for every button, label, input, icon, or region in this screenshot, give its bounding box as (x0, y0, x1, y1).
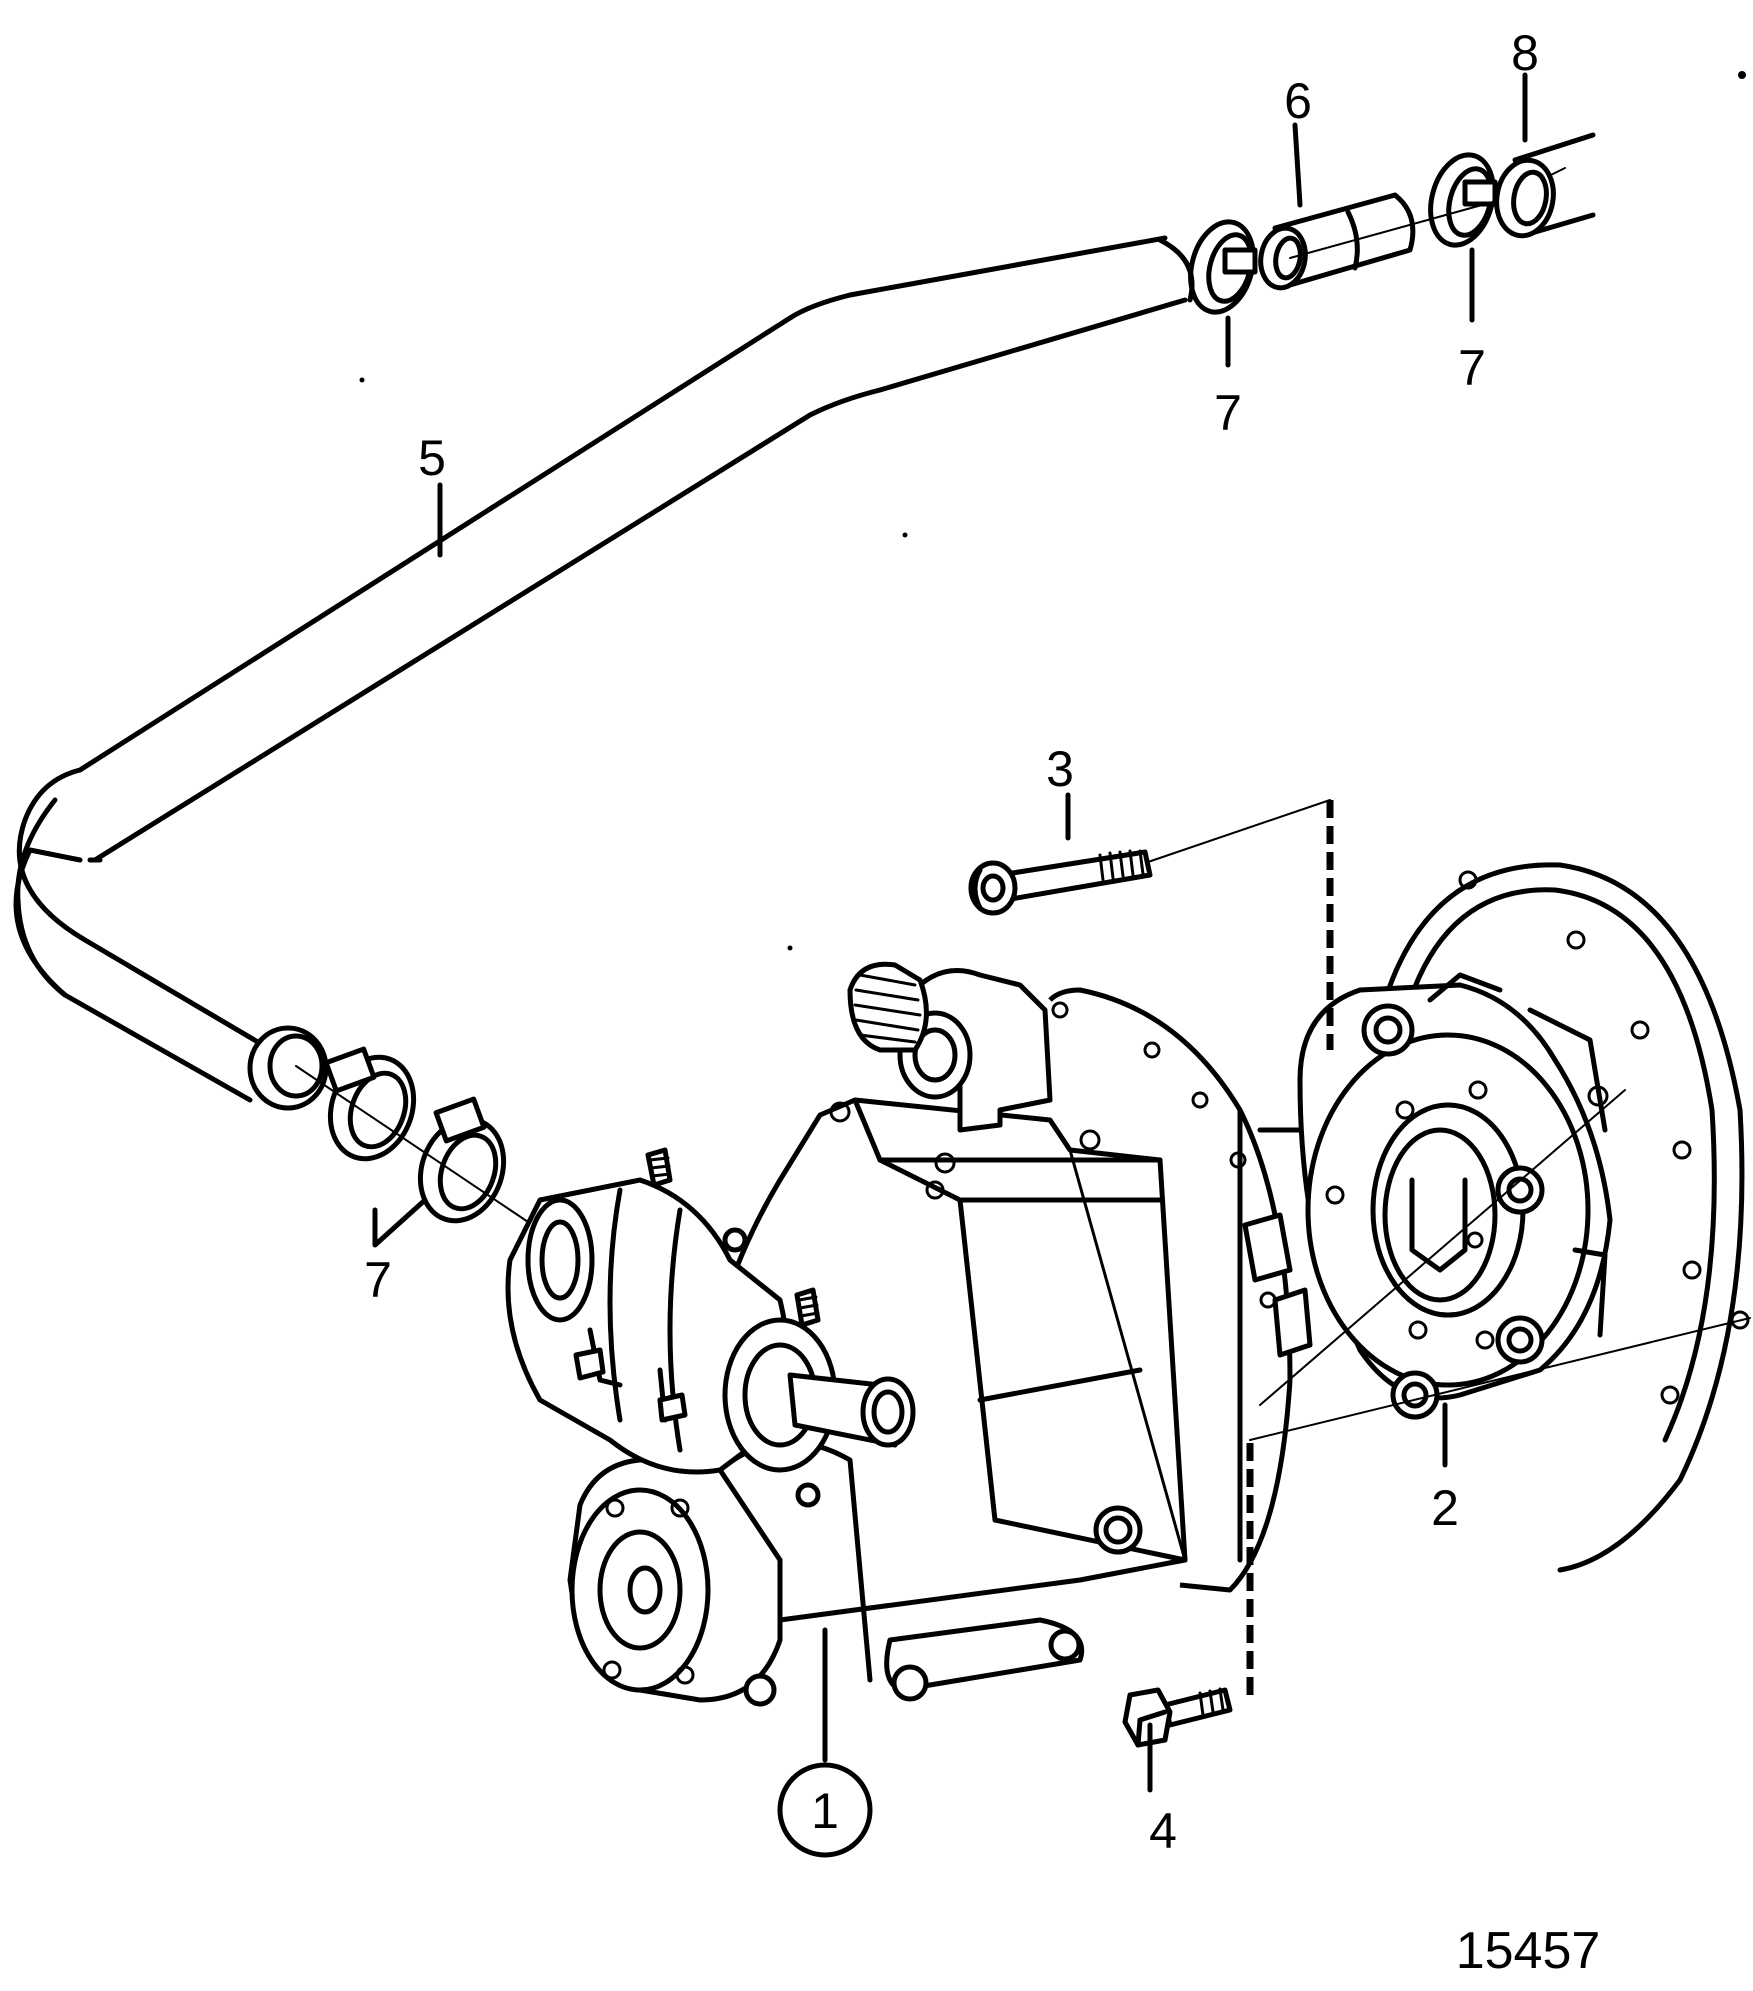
sea-water-pump (505, 1147, 916, 1475)
exhaust-pipe (1494, 132, 1596, 239)
callout-4: 4 (1149, 1803, 1177, 1859)
connector-pipe (1258, 192, 1416, 291)
callout-5: 5 (418, 430, 446, 486)
coupling-flange (1257, 972, 1613, 1420)
centerline-left (295, 1065, 541, 1231)
leader-6 (1292, 122, 1303, 208)
drawing-number: 15457 (1456, 1922, 1601, 1980)
bolt-4 (1122, 1687, 1233, 1748)
leader-bolt-3 (1147, 799, 1334, 1050)
callout-7b: 7 (1214, 385, 1242, 441)
callout-7a: 7 (364, 1252, 392, 1308)
hose-clamp-top-1 (1188, 219, 1258, 315)
leader-7a (372, 1197, 428, 1248)
callout-2: 2 (1431, 1480, 1459, 1536)
scan-speckles (359, 71, 1746, 951)
coupling-bolt-hole (1587, 1085, 1609, 1107)
centerline-coupling (1259, 1089, 1626, 1406)
flywheel-plate (1382, 862, 1745, 1573)
hose-clamp-left-2 (417, 1096, 507, 1224)
hose-clamp-top-2 (1428, 152, 1498, 248)
leader-bolt-4 (1246, 1310, 1751, 1695)
callout-8: 8 (1511, 25, 1539, 81)
reverse-gear-housing (567, 961, 1313, 1707)
callout-1: 1 (811, 1783, 839, 1839)
callout-3: 3 (1046, 741, 1074, 797)
hose (13, 235, 1195, 1111)
callout-1-circle (777, 1762, 873, 1858)
callout-7c: 7 (1458, 340, 1486, 396)
callout-6: 6 (1284, 73, 1312, 129)
bolt-3 (968, 849, 1153, 916)
hose-clamp-left-1 (323, 1046, 417, 1162)
